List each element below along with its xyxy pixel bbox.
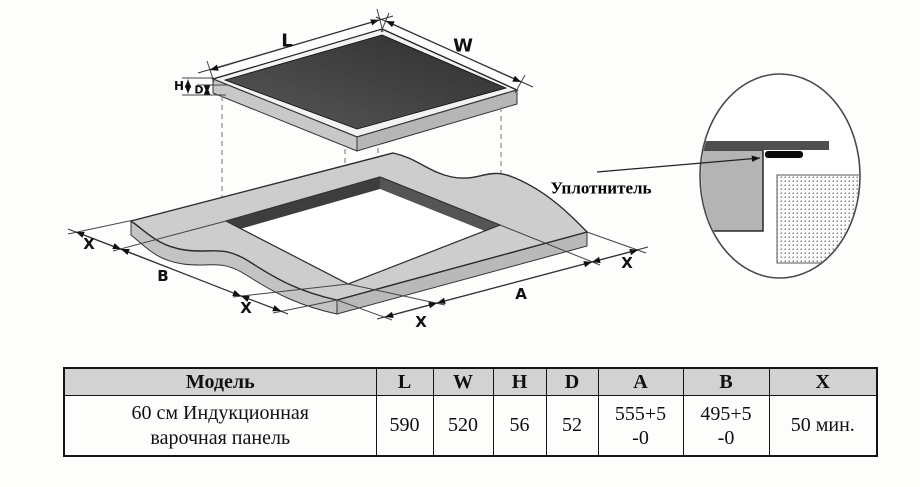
cooktop-body-right-wall: [356, 89, 518, 152]
dim-label-X-right: X: [621, 254, 633, 272]
model-name-line2: варочная панель: [150, 426, 291, 449]
lens-seal-gasket: [765, 151, 803, 158]
model-name-line1: 60 см Индукционная: [131, 401, 309, 424]
col-header-model: Модель: [63, 367, 377, 396]
dimensions-table: Модель L W H D A B X 60 см Индукционная …: [63, 367, 878, 457]
cell-A-line1: 555+5: [614, 402, 667, 425]
dim-label-A: A: [515, 285, 527, 303]
dim-label-X-left: X: [83, 235, 95, 253]
cell-A-line2: -0: [632, 426, 649, 449]
cell-X: 50 мин.: [768, 395, 878, 457]
dim-label-L: L: [281, 31, 292, 52]
col-header-A: A: [597, 367, 684, 396]
dimension-left-chain: [67, 219, 349, 315]
table-header-row: Модель L W H D A B X: [63, 367, 878, 396]
cell-B: 495+5 -0: [682, 395, 770, 457]
dim-label-X-bottom-left: X: [240, 299, 252, 317]
cell-L: 590: [375, 395, 434, 457]
lens-countertop-section: [776, 174, 859, 264]
table-row: 60 см Индукционная варочная панель 590 5…: [63, 395, 878, 457]
col-header-W: W: [432, 367, 494, 396]
dim-label-W: W: [453, 36, 473, 57]
col-header-X: X: [768, 367, 878, 396]
cell-D: 52: [545, 395, 599, 457]
col-header-L: L: [375, 367, 434, 396]
cell-A: 555+5 -0: [597, 395, 684, 457]
cell-W: 520: [432, 395, 494, 457]
lens-glass-section: [701, 141, 829, 150]
dim-label-B: B: [157, 267, 168, 285]
cell-model: 60 см Индукционная варочная панель: [63, 395, 377, 457]
dim-label-D: D: [194, 84, 203, 97]
dim-label-H: H: [174, 79, 184, 93]
dimension-right-chain: [336, 224, 649, 321]
col-header-D: D: [545, 367, 599, 396]
seal-detail-lens: [699, 73, 861, 279]
seal-callout-arrow: [596, 155, 761, 173]
cutout-back-right-wall: [380, 177, 500, 237]
col-header-H: H: [492, 367, 547, 396]
dimension-L-W: [197, 8, 534, 94]
cell-H: 56: [492, 395, 547, 457]
col-header-B: B: [682, 367, 770, 396]
dimension-H-D: [182, 77, 229, 96]
lens-hob-body-section: [701, 149, 764, 232]
cutout-back-left-wall: [226, 177, 380, 233]
cell-B-line1: 495+5: [700, 402, 752, 425]
cell-B-line2: -0: [717, 426, 735, 449]
dim-label-X-bottom-center: X: [415, 313, 427, 331]
installation-diagram: L W H D X B X: [67, 8, 861, 331]
seal-callout-label: Уплотнитель: [550, 179, 651, 198]
